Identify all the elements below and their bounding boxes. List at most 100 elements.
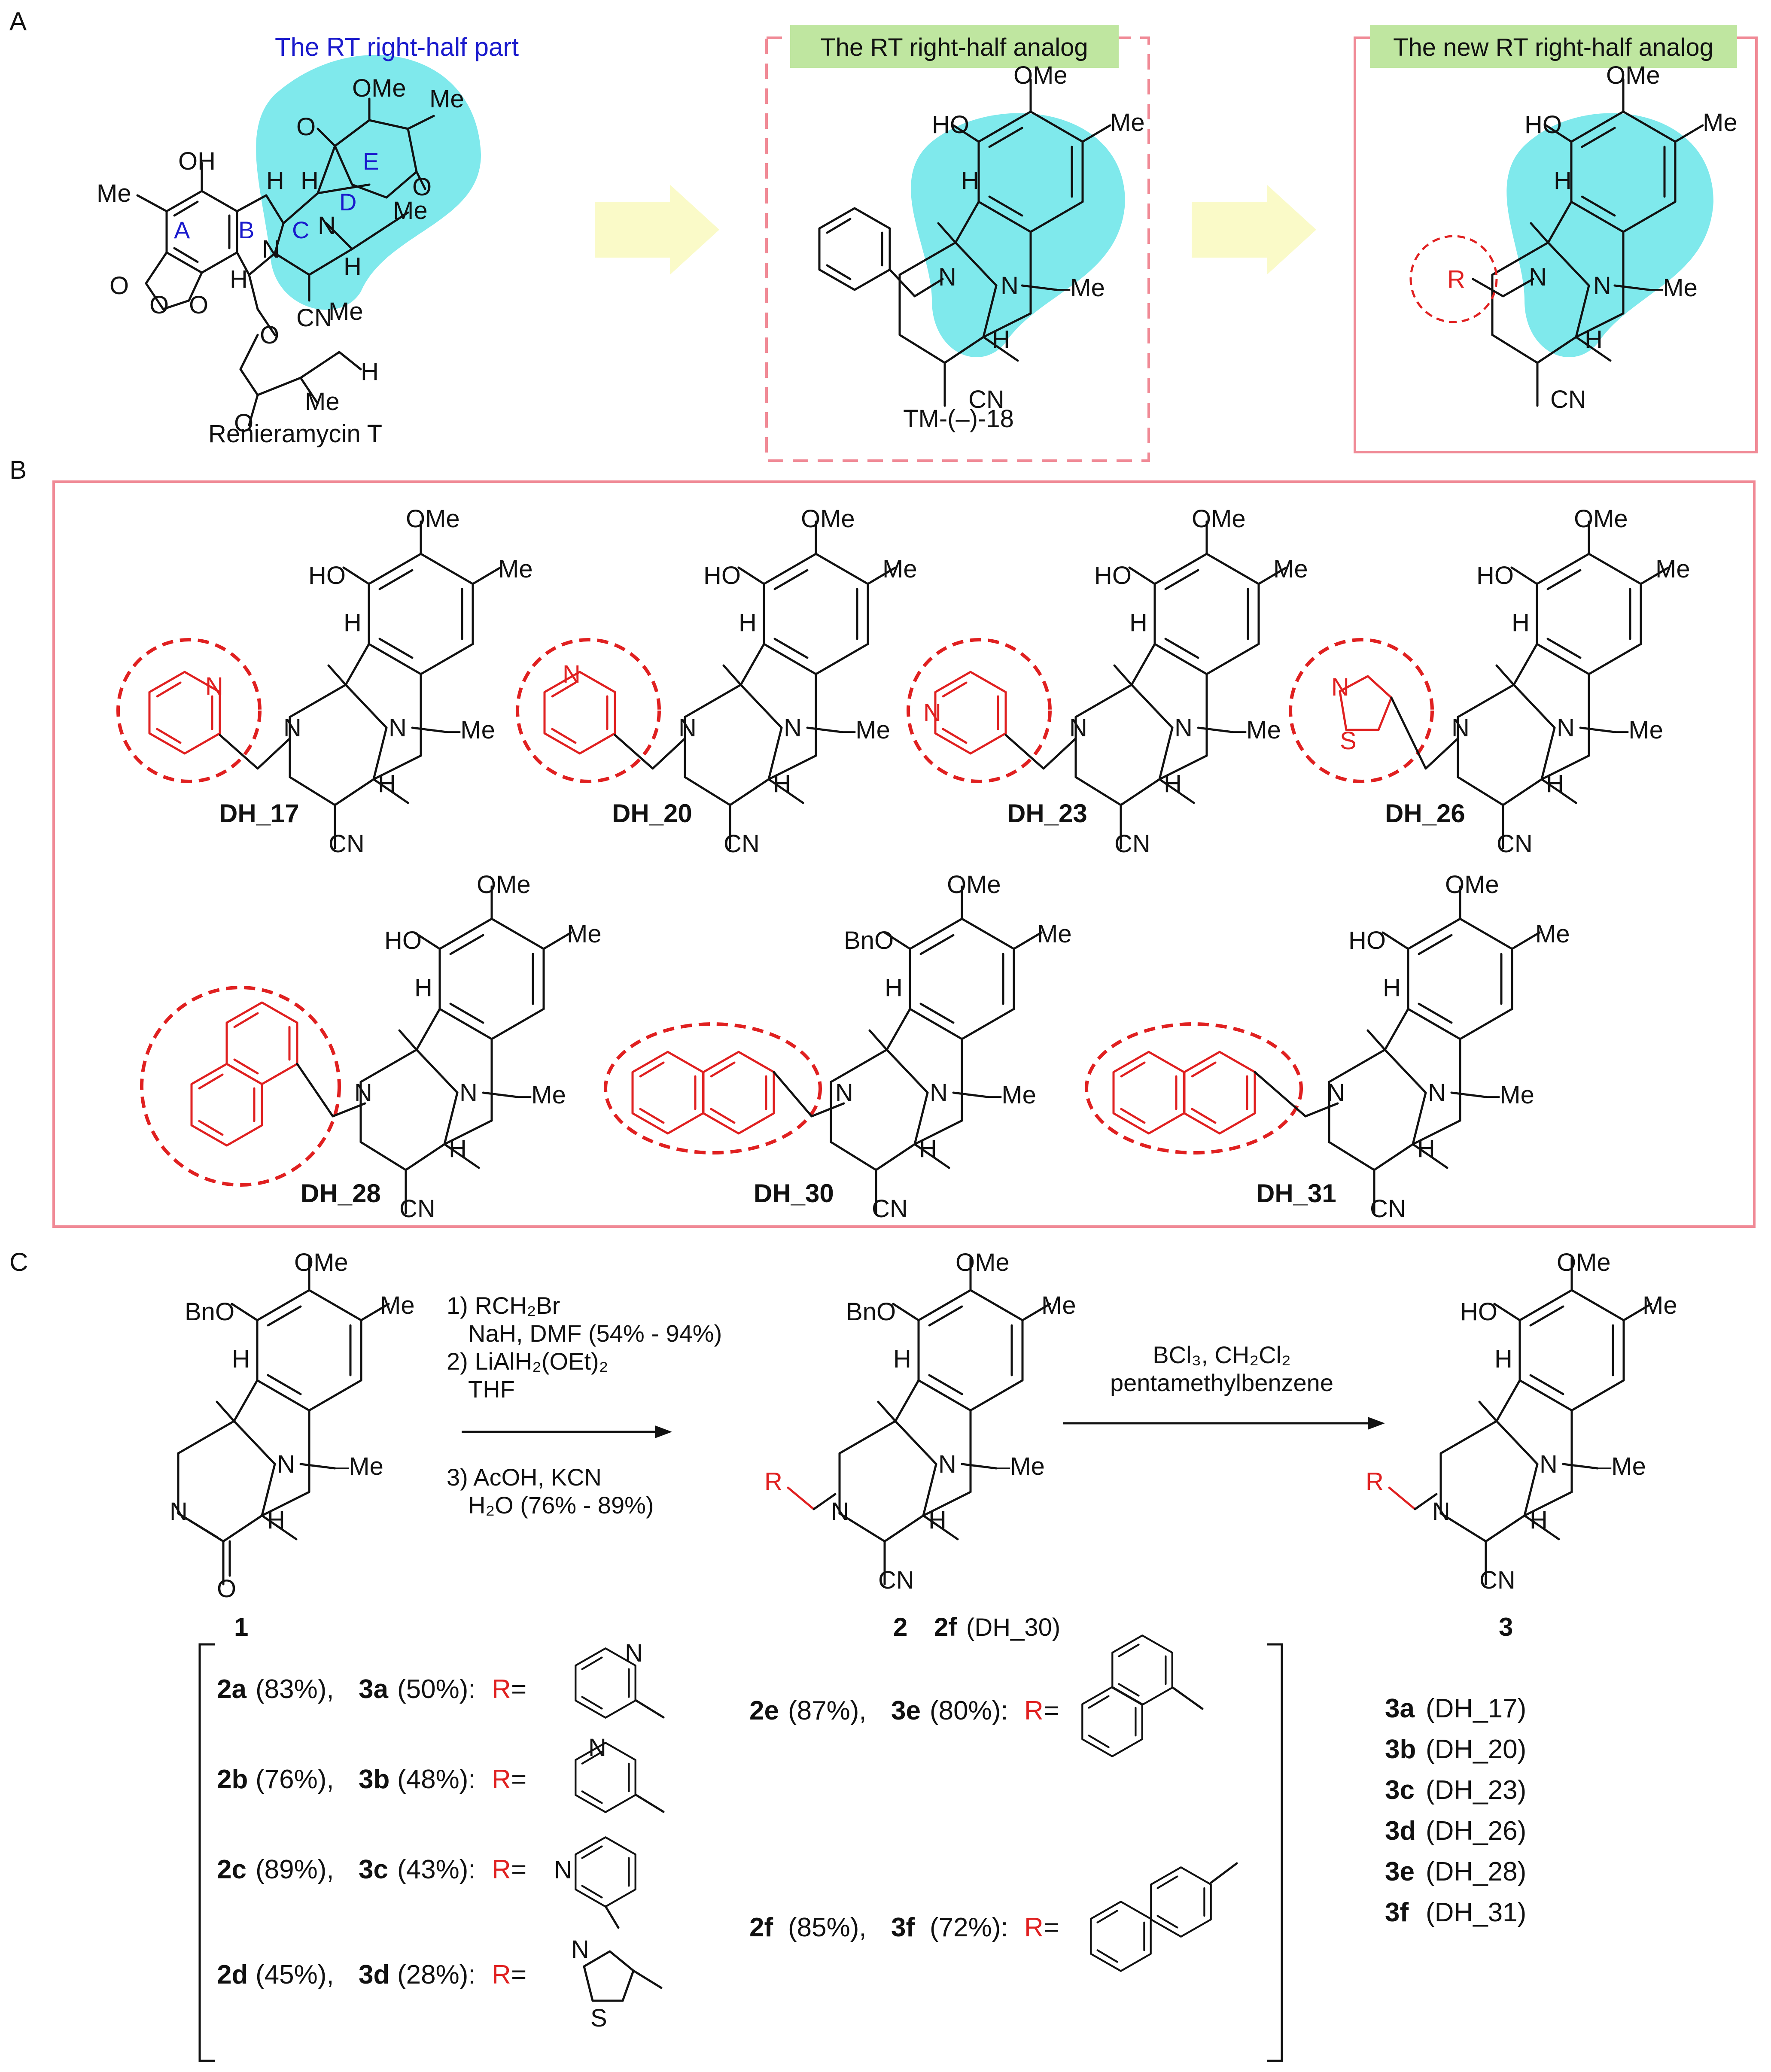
atom-h: H: [266, 167, 284, 194]
atom-ome: OMe: [1192, 505, 1246, 533]
atom-me: Me: [1655, 555, 1690, 583]
mapping-id: 3c: [1385, 1775, 1415, 1805]
atom-s: S: [590, 2004, 607, 2032]
reagent-deprotection: BCl₃, CH₂Cl₂: [1153, 1341, 1290, 1368]
ring-label-c: C: [292, 216, 309, 243]
atom-cn: CN: [968, 386, 1004, 413]
eq: =: [1044, 1696, 1059, 1726]
yield: (72%):: [930, 1913, 1008, 1942]
eq: =: [1044, 1913, 1059, 1942]
arrowhead: [655, 1425, 672, 1438]
product-3: R OMe Me HO H N –Me N H CN 3: [1366, 1249, 1677, 1641]
mapping-id: 3e: [1385, 1857, 1415, 1887]
compound-label: DH_17: [219, 799, 299, 828]
eq: =: [511, 1674, 526, 1704]
atom-n: N: [625, 1639, 643, 1667]
atom-n: N: [1175, 714, 1193, 742]
atom-h: H: [301, 167, 319, 194]
atom-ome: OMe: [1013, 61, 1068, 89]
rt-right-half-highlight: [256, 55, 481, 310]
id: 2a: [217, 1674, 246, 1704]
reagent-step3-conditions: H₂O (76% - 89%): [468, 1492, 654, 1519]
mapping-id: 3f: [1385, 1898, 1409, 1927]
atom-cn: CN: [878, 1566, 914, 1594]
compound-dh23: N OMe Me HO H N –Me N H CN DH_23: [907, 505, 1308, 858]
atom-h: H: [1164, 770, 1182, 798]
atom-ome: OMe: [294, 1249, 348, 1276]
atom-h: H: [449, 1135, 467, 1163]
new-analog-banner: [1370, 25, 1737, 68]
atom-h: H: [919, 1135, 937, 1163]
atom-cn: CN: [724, 830, 760, 858]
atom-me: Me: [393, 197, 428, 225]
renieramycin-t-label: Renieramycin T: [208, 420, 382, 448]
atom-ome: OMe: [1445, 871, 1499, 899]
compound-label: DH_28: [301, 1179, 381, 1208]
substituent-2b: 2b (76%), 3b (48%): R = N: [217, 1734, 665, 1812]
atom-h: H: [961, 167, 979, 194]
atom-me: Me: [567, 920, 602, 948]
r-group-circle: [1409, 235, 1498, 323]
atom-ome: OMe: [955, 1249, 1010, 1276]
yield: (80%):: [930, 1696, 1008, 1726]
atom-cn: CN: [1114, 830, 1150, 858]
atom-cn: CN: [1479, 1566, 1515, 1594]
atom-o: O: [260, 321, 279, 349]
ring-label-a: A: [174, 216, 190, 243]
atom-h: H: [1546, 770, 1564, 798]
mapping-id: 3d: [1385, 1816, 1416, 1846]
compound-mapping: 3a (DH_17) 3b (DH_20) 3c (DH_23) 3d (DH_…: [1385, 1694, 1526, 1927]
compound-label-2: 2: [893, 1613, 907, 1641]
atom-n: N: [938, 1450, 956, 1478]
tm18-label: TM-(–)-18: [903, 405, 1014, 433]
r: R: [492, 1960, 511, 1990]
atom-n: N: [1069, 714, 1087, 742]
mapping-dh: (DH_23): [1426, 1775, 1526, 1805]
atom-bno: BnO: [185, 1298, 234, 1326]
atom-n: N: [277, 1450, 295, 1478]
atom-me: Me: [329, 298, 363, 325]
atom-ome: OMe: [1557, 1249, 1611, 1276]
intermediate-2: R OMe Me BnO H N –Me N H CN 2 2f (DH_30): [764, 1249, 1076, 1641]
atom-h: H: [378, 770, 396, 798]
atom-n: N: [318, 212, 336, 240]
atom-h: H: [1129, 609, 1147, 637]
atom-h: H: [885, 974, 903, 1002]
atom-h: H: [1554, 167, 1572, 194]
substituent-2a: 2a (83%), 3a (50%): R = N: [217, 1639, 665, 1718]
atom-ho: HO: [384, 927, 422, 954]
atom-h: H: [1417, 1135, 1435, 1163]
yield: (89%),: [256, 1855, 334, 1884]
panel-label-b: B: [9, 456, 27, 484]
atom-n: N: [930, 1079, 948, 1107]
atom-me: –Me: [447, 716, 495, 744]
yield: (85%),: [788, 1913, 867, 1942]
r: R: [1024, 1696, 1044, 1726]
substituent-2c: 2c (89%), 3c (43%): R = N: [217, 1837, 636, 1929]
id: 3a: [359, 1674, 388, 1704]
atom-me: –Me: [842, 716, 890, 744]
atom-n: N: [938, 263, 956, 291]
id: 2c: [217, 1855, 246, 1884]
atom-n: N: [923, 699, 941, 727]
analog-banner: [790, 25, 1119, 68]
eq: =: [511, 1765, 526, 1794]
atom-me: –Me: [996, 1452, 1045, 1480]
substituent-2f: 2f (85%), 3f (72%): R =: [749, 1862, 1238, 1971]
atom-ho: HO: [932, 111, 969, 139]
atom-n: N: [571, 1935, 589, 1963]
atom-cn: CN: [1370, 1195, 1406, 1223]
compound-label: DH_31: [1256, 1179, 1336, 1208]
tm18-structure: OMe Me HO H N –Me N H CN: [819, 61, 1145, 413]
atom-h: H: [361, 358, 379, 386]
atom-h: H: [992, 325, 1010, 353]
atom-r: R: [1447, 265, 1465, 293]
compound-label-1: 1: [234, 1613, 248, 1641]
atom-n: N: [679, 714, 697, 742]
atom-n: N: [563, 660, 581, 688]
mapping-dh: (DH_17): [1426, 1694, 1526, 1723]
atom-me: Me: [1535, 920, 1570, 948]
r: R: [492, 1674, 511, 1704]
analog-banner-text: The RT right-half analog: [820, 33, 1088, 61]
